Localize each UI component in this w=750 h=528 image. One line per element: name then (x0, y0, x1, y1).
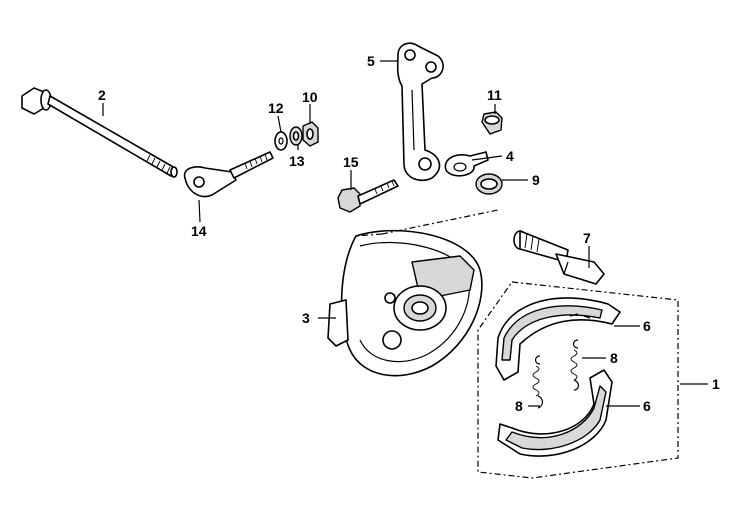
callout-1: 1 (712, 376, 720, 392)
callout-4: 4 (506, 148, 514, 164)
axle-bolt-part (21, 87, 178, 178)
callout-8-upper: 8 (610, 350, 618, 366)
wear-indicator-part (444, 151, 489, 177)
callout-6-lower: 6 (643, 398, 651, 414)
adjusting-rod-part (183, 151, 274, 198)
callout-10: 10 (302, 89, 318, 105)
callout-13: 13 (289, 153, 305, 169)
shoe-assembly-outline (477, 281, 679, 479)
callout-7: 7 (583, 230, 591, 246)
callout-9: 9 (532, 172, 540, 188)
brake-arm-part (396, 42, 444, 182)
brake-shoe-upper-part (495, 297, 621, 381)
washer-12-part (274, 131, 288, 151)
nut-11-part (481, 111, 503, 135)
callout-5: 5 (367, 53, 375, 69)
spring-upper-part (570, 339, 580, 391)
seal-9-part (475, 173, 503, 195)
callout-11: 11 (487, 87, 502, 103)
callout-14: 14 (191, 223, 207, 239)
brake-panel-part (327, 229, 483, 377)
callout-3: 3 (302, 310, 310, 326)
callout-6-upper: 6 (643, 318, 651, 334)
callout-2: 2 (98, 87, 106, 103)
callout-8-lower: 8 (515, 398, 523, 414)
brake-shoe-lower-part (497, 369, 613, 457)
bolt-15-part (337, 179, 399, 213)
callout-15: 15 (343, 154, 359, 170)
panel-assembly-outline (355, 209, 499, 237)
brake-cam-part (513, 230, 605, 285)
callout-12: 12 (268, 100, 284, 116)
nut-10-part (302, 121, 319, 147)
spring-lower-part (532, 355, 544, 409)
spring-washer-13-part (289, 126, 303, 146)
leader-lines (102, 60, 708, 407)
